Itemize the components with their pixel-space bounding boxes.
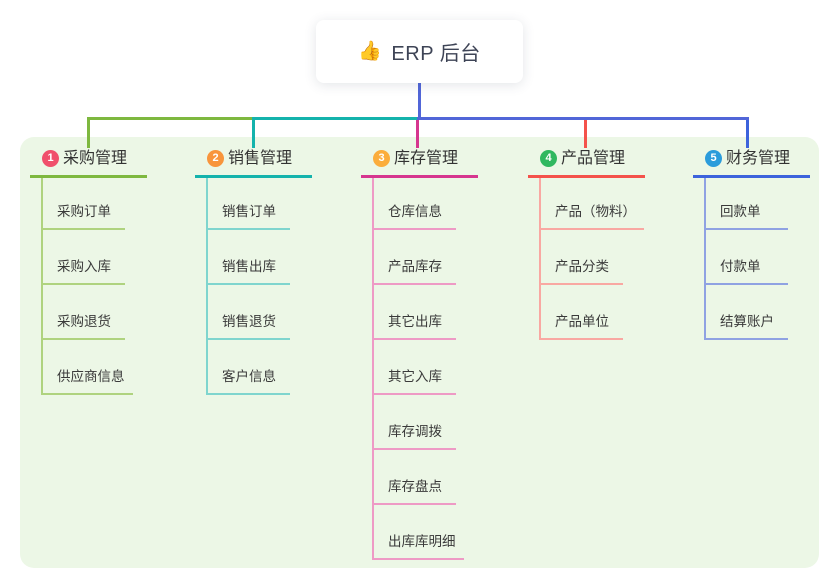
- branch-number-badge: 3: [373, 150, 390, 167]
- leaf-node[interactable]: 出库库明细: [372, 533, 464, 560]
- leaf-node[interactable]: 产品（物料）: [539, 203, 644, 230]
- branch-connector-line: [539, 178, 541, 340]
- thumbs-up-icon: 👍: [358, 41, 383, 62]
- branch-title-node[interactable]: 4 产品管理: [528, 148, 645, 178]
- branch-title-label: 采购管理: [63, 150, 128, 167]
- leaf-node[interactable]: 仓库信息: [372, 203, 456, 230]
- connector-drop-branch-5: [746, 117, 749, 148]
- branch-column-5: 5 财务管理 回款单付款单结算账户: [693, 148, 810, 340]
- branch-title-label: 库存管理: [394, 150, 459, 167]
- connector-bus-left: [87, 117, 255, 120]
- branch-title-label: 产品管理: [561, 150, 626, 167]
- connector-bus-right: [417, 117, 749, 120]
- branch-connector-line: [206, 178, 208, 395]
- branch-column-4: 4 产品管理 产品（物料） 产品分类产品单位: [528, 148, 645, 340]
- leaf-node[interactable]: 采购入库: [41, 258, 125, 285]
- branch-connector-line: [372, 178, 374, 560]
- branches-panel: [20, 137, 819, 568]
- branch-column-2: 2 销售管理 销售订单销售出库销售退货客户信息: [195, 148, 312, 395]
- leaf-node[interactable]: 产品单位: [539, 313, 623, 340]
- branch-connector-line: [41, 178, 43, 395]
- leaf-node[interactable]: 其它出库: [372, 313, 456, 340]
- leaf-node[interactable]: 销售出库: [206, 258, 290, 285]
- connector-drop-branch-1: [87, 117, 90, 148]
- leaf-node[interactable]: 销售退货: [206, 313, 290, 340]
- leaf-node[interactable]: 其它入库: [372, 368, 456, 395]
- branch-column-1: 1 采购管理 采购订单采购入库采购退货供应商信息: [30, 148, 147, 395]
- branch-title-node[interactable]: 2 销售管理: [195, 148, 312, 178]
- branch-title-node[interactable]: 3 库存管理: [361, 148, 478, 178]
- leaf-node[interactable]: 库存调拨: [372, 423, 456, 450]
- connector-root-stem: [418, 83, 421, 120]
- leaf-node[interactable]: 采购退货: [41, 313, 125, 340]
- leaf-node[interactable]: 产品分类: [539, 258, 623, 285]
- root-node-label: ERP 后台: [391, 43, 481, 65]
- leaf-node[interactable]: 产品库存: [372, 258, 456, 285]
- connector-bus-middle: [252, 117, 418, 120]
- connector-drop-branch-2: [252, 117, 255, 148]
- branch-title-label: 销售管理: [228, 150, 293, 167]
- connector-drop-branch-4: [584, 117, 587, 148]
- leaf-node[interactable]: 库存盘点: [372, 478, 456, 505]
- leaf-node[interactable]: 结算账户: [704, 313, 788, 340]
- branch-title-node[interactable]: 1 采购管理: [30, 148, 147, 178]
- branch-number-badge: 4: [540, 150, 557, 167]
- leaf-node[interactable]: 供应商信息: [41, 368, 133, 395]
- leaf-node[interactable]: 销售订单: [206, 203, 290, 230]
- connector-drop-branch-3: [416, 117, 419, 148]
- root-node[interactable]: 👍 ERP 后台: [316, 20, 523, 83]
- branch-number-badge: 1: [42, 150, 59, 167]
- branch-column-3: 3 库存管理 仓库信息产品库存其它出库其它入库库存调拨库存盘点出库库明细: [361, 148, 478, 560]
- leaf-node[interactable]: 采购订单: [41, 203, 125, 230]
- branch-number-badge: 2: [207, 150, 224, 167]
- branch-number-badge: 5: [705, 150, 722, 167]
- branch-connector-line: [704, 178, 706, 340]
- branch-title-node[interactable]: 5 财务管理: [693, 148, 810, 178]
- branch-title-label: 财务管理: [726, 150, 791, 167]
- leaf-node[interactable]: 付款单: [704, 258, 788, 285]
- leaf-node[interactable]: 回款单: [704, 203, 788, 230]
- leaf-node[interactable]: 客户信息: [206, 368, 290, 395]
